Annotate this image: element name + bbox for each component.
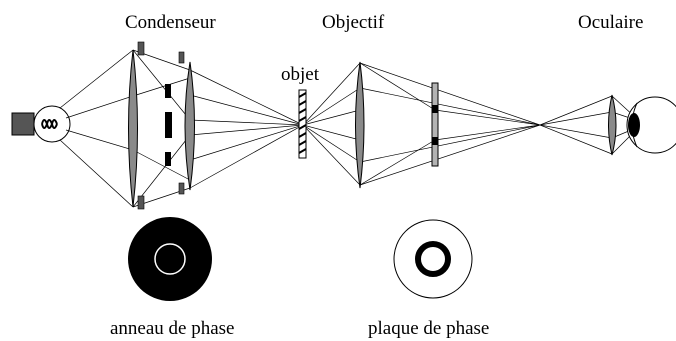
- phase-plate-side: [431, 82, 439, 167]
- objective-label: Objectif: [322, 12, 385, 33]
- specimen-object: [298, 89, 307, 159]
- condenser-label: Condenseur: [125, 12, 216, 33]
- phase-plate-disc: [393, 219, 473, 299]
- phase-annulus-stop: [137, 41, 145, 210]
- eye-icon: [626, 96, 676, 154]
- lamp-icon: [11, 105, 71, 143]
- light-rays: [59, 49, 637, 208]
- phase-ring-label: anneau de phase: [110, 318, 235, 339]
- objective-lens: [355, 61, 365, 189]
- eyepiece-label: Oculaire: [578, 12, 643, 33]
- eyepiece-lens: [608, 94, 617, 156]
- condenser-lens: [128, 49, 138, 208]
- phase-plate-label: plaque de phase: [368, 318, 489, 339]
- phase-ring-disc: [128, 217, 212, 301]
- diaphragm-small-stops: [178, 51, 185, 195]
- object-label: objet: [281, 64, 320, 85]
- condenser-lens-2: [184, 61, 195, 191]
- annular-diaphragm: [165, 84, 172, 166]
